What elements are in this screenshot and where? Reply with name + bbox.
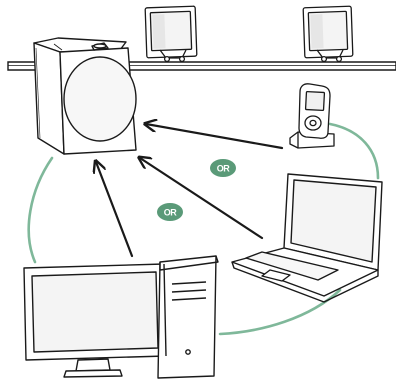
speaker-cone: [64, 57, 136, 141]
shelf-speaker-left: [145, 6, 197, 61]
main-speaker: [34, 38, 136, 154]
arrow-dock-to-speaker: [146, 124, 282, 148]
or-badge-upper: OR: [210, 159, 236, 177]
desktop-computer: [24, 256, 218, 378]
curve-speaker-to-desktop: [29, 158, 52, 262]
or-label-lower: OR: [164, 208, 178, 218]
shelf-speaker-right: [303, 6, 353, 61]
mp3-player-screen: [306, 92, 325, 111]
or-label-upper: OR: [217, 164, 231, 174]
arrow-laptop-to-speaker: [140, 158, 262, 238]
curve-dock-to-laptop: [330, 124, 378, 178]
or-badge-lower: OR: [157, 203, 183, 221]
power-button: [186, 350, 190, 354]
mp3-player-dock: [290, 84, 334, 148]
computer-tower: [158, 256, 216, 378]
arrow-desktop-to-speaker: [96, 162, 132, 256]
monitor-stand: [76, 359, 110, 371]
laptop: [232, 174, 382, 302]
monitor-screen: [32, 272, 158, 352]
curve-laptop-to-desktop: [220, 290, 340, 334]
